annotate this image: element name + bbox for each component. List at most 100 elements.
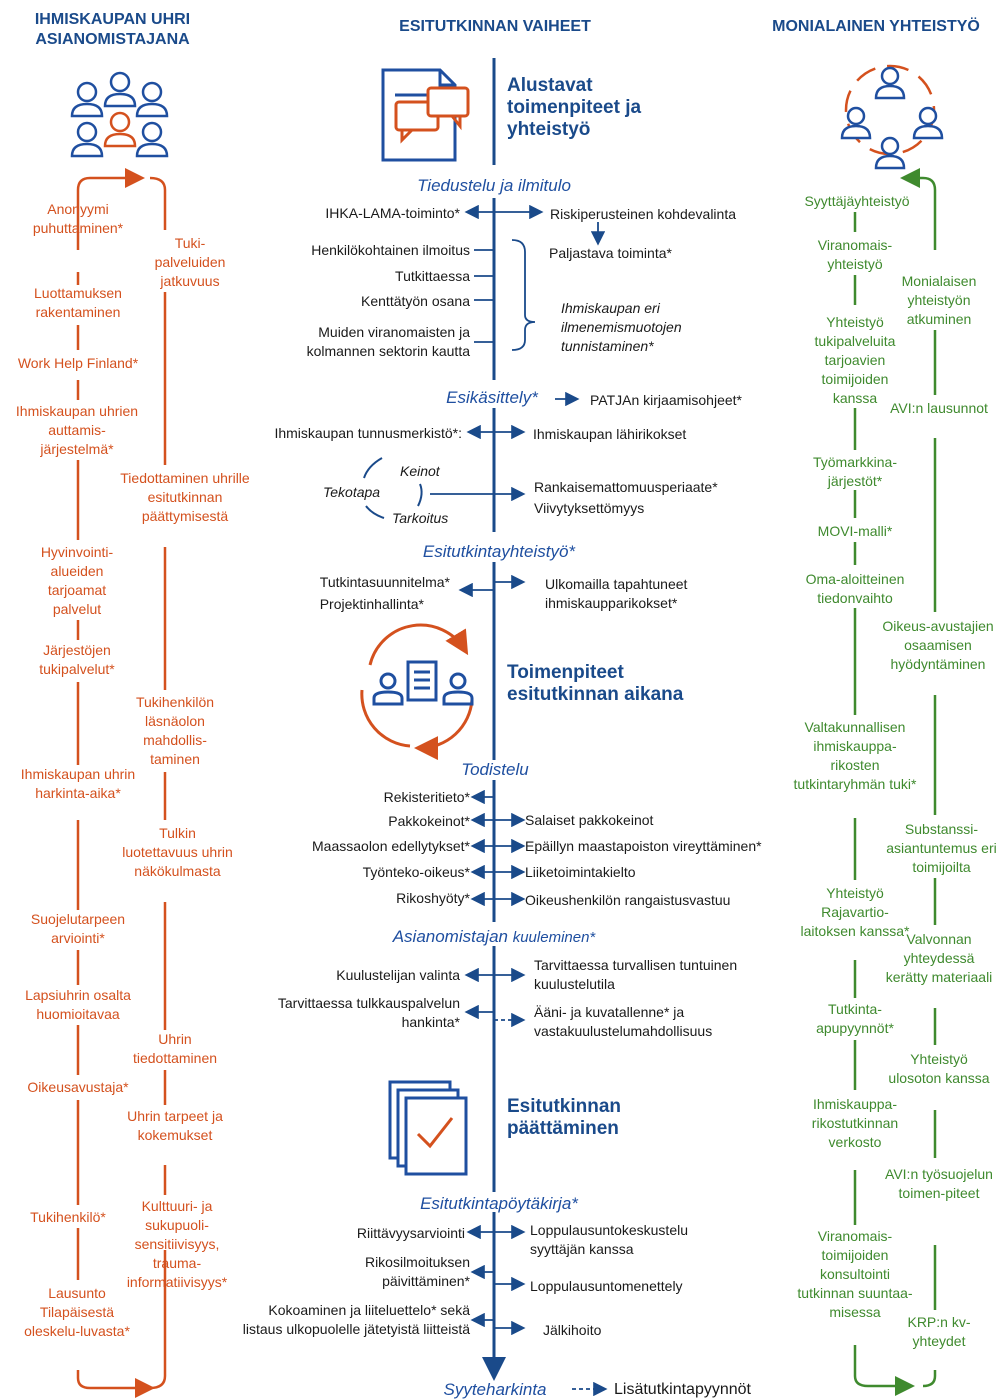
right-item-avi-tyosuojelu: AVI:n työsuojelun toimen-piteet [885, 1166, 993, 1201]
tiedustelu-item-2: Tutkittaessa [395, 268, 470, 284]
riskiperusteinen: Riskiperusteinen kohdevalinta [550, 206, 736, 222]
right-item-avi-lausunnot: AVI:n lausunnot [890, 400, 988, 416]
section-esikasittely: Esikäsittely* [446, 388, 538, 407]
todistelu-left-3: Maassaolon edellytykset* [312, 838, 470, 854]
tiedustelu-item-4: Muiden viranomaisten ja kolmannen sektor… [306, 324, 470, 359]
loppulausuntokeskustelu: Loppulausuntokeskustelu syyttäjän kanssa [530, 1222, 689, 1257]
ilmenemismuodot: Ihmiskaupan eri ilmenemismuotojen tunnis… [561, 300, 682, 354]
left-item-uhrin-tiedottaminen: Uhrin tiedottaminen [132, 1031, 218, 1066]
right-cycle-line [853, 168, 937, 1396]
right-item-ulosotto: Yhteistyö ulosoton kanssa [888, 1051, 990, 1086]
right-item-tutkintaryhma: Valtakunnallisen ihmiskauppa-rikosten tu… [793, 719, 917, 792]
left-item-oikeusavustaja: Oikeusavustaja* [27, 1079, 129, 1095]
tiedustelu-item-1: Henkilökohtainen ilmoitus [311, 242, 470, 258]
left-item-auttamisjarjestelma: Ihmiskaupan uhrien auttamis-järjestelmä* [15, 403, 139, 457]
rikosilmoitus: Rikosilmoituksen päivittäminen* [364, 1254, 470, 1289]
section-syyteharkinta: Syyteharkinta [443, 1380, 547, 1399]
right-item-monialainen: Monialaisen yhteistyön atkuminen [901, 273, 977, 327]
tutkintasuunnitelma: Tutkintasuunnitelma* [319, 574, 450, 590]
kuulustelutila: Tarvittaessa turvallisen tuntuinen kuulu… [534, 957, 738, 992]
tunnusmerkisto: Ihmiskaupan tunnusmerkistö*: [274, 425, 462, 441]
projektinhallinta: Projektinhallinta* [319, 596, 424, 612]
todistelu-left-2: Pakkokeinot* [388, 813, 470, 829]
section-tiedustelu: Tiedustelu ja ilmitulo [417, 176, 571, 195]
section-esitutkintayhteistyo: Esitutkintayhteistyö* [422, 542, 576, 561]
tarkoitus: Tarkoitus [392, 510, 449, 526]
left-item-tarpeet: Uhrin tarpeet ja kokemukset [127, 1108, 223, 1143]
left-item-lausunto: Lausunto Tilapäisestä oleskelu-luvasta* [24, 1285, 130, 1339]
todistelu-left-4: Työnteko-oikeus* [362, 864, 470, 880]
left-item-harkinta-aika: Ihmiskaupan uhrin harkinta-aika* [20, 766, 136, 801]
section-kuuleminen: Asianomistajan kuuleminen* [392, 927, 596, 946]
right-item-valvonta: Valvonnan yhteydessä kerätty materiaali [885, 931, 993, 985]
investigation-cycle-icon [360, 623, 474, 761]
left-item-tulkki: Tulkin luotettavuus uhrin näkökulmasta [122, 825, 233, 879]
phase-alustavat: Alustavat toimenpiteet ja yhteistyö [507, 75, 642, 140]
left-item-lapsiuhri: Lapsiuhrin osalta huomioitavaa [25, 987, 131, 1022]
loppulausuntomenettely: Loppulausuntomenettely [530, 1278, 683, 1294]
ihka-lama: IHKA-LAMA-toiminto* [325, 205, 460, 221]
keinot-arcs [363, 457, 423, 519]
left-column-header: IHMISKAUPAN UHRI ASIANOMISTAJANA [34, 11, 191, 48]
tallenne: Ääni- ja kuvatallenne* ja vastakuulustel… [534, 1004, 713, 1039]
left-item-suojelutarve: Suojelutarpeen arviointi* [30, 911, 126, 946]
left-cycle-line [76, 168, 167, 1398]
center-column-header: ESITUTKINNAN VAIHEET [399, 18, 591, 35]
phase-paattaminen: Esitutkinnan päättäminen [507, 1096, 622, 1139]
left-item-anonyymi: Anonyymi puhuttaminen* [32, 201, 124, 236]
right-item-viranomaisyhteistyo: Viranomais-yhteistyö [817, 237, 893, 272]
tulkkauspalvelu: Tarvittaessa tulkkauspalvelun hankinta* [277, 995, 460, 1030]
left-item-workhelp: Work Help Finland* [17, 355, 139, 371]
left-item-tiedottaminen: Tiedottaminen uhrille esitutkinnan päätt… [120, 470, 250, 524]
phase-toimenpiteet: Toimenpiteet esitutkinnan aikana [507, 662, 684, 705]
right-item-tyomarkkinajarjestot: Työmarkkina-järjestöt* [812, 454, 898, 489]
right-item-rajavartio: Yhteistyö Rajavartio-laitoksen kanssa* [800, 885, 910, 939]
left-item-luottamus: Luottamuksen rakentaminen [34, 285, 122, 320]
left-item-sensitiivisyys: Kulttuuri- ja sukupuoli-sensitiivisyys, … [126, 1198, 228, 1290]
left-item-jarjestot: Järjestöjen tukipalvelut* [39, 642, 115, 677]
keinot: Keinot [400, 463, 440, 479]
right-item-oikeusavustajat: Oikeus-avustajien osaamisen hyödyntämine… [882, 618, 994, 672]
todistelu-right-2: Epäillyn maastapoiston vireyttäminen* [525, 838, 762, 854]
tekotapa: Tekotapa [323, 484, 381, 500]
todistelu-left-1: Rekisteritieto* [383, 789, 470, 805]
kokoaminen: Kokoaminen ja liiteluettelo* sekä listau… [242, 1302, 470, 1337]
right-item-konsultointi: Viranomais-toimijoiden konsultointi tutk… [797, 1228, 913, 1320]
lisatutkintapyynnot: Lisätutkintapyynnöt [614, 1381, 751, 1398]
lahirikokset: Ihmiskaupan lähirikokset [533, 426, 687, 442]
branch-arrows [430, 204, 608, 1397]
right-item-syyttaja: Syyttäjäyhteistyö [804, 193, 910, 209]
right-item-krp: KRP:n kv-yhteydet [907, 1314, 971, 1349]
ulkomailla-rikokset: Ulkomailla tapahtuneet ihmiskauppa­rikok… [545, 576, 688, 611]
right-item-tiedonvaihto: Oma-aloitteinen tiedonvaihto [805, 571, 905, 606]
left-item-tukihenkilo: Tukihenkilö* [30, 1209, 106, 1225]
paljastava-toiminta: Paljastava toiminta* [549, 245, 672, 261]
collaboration-cycle-icon [840, 64, 944, 170]
viivytyksettomyys: Viivytyksettömyys [534, 500, 645, 516]
kuulustelijan-valinta: Kuulustelijan valinta [336, 967, 460, 983]
right-item-movi: MOVI-malli* [817, 523, 893, 539]
left-item-tukipalvelut: Tuki-palveluiden jatkuvuus [154, 235, 226, 289]
right-item-verkosto: Ihmiskauppa-rikostutkinnan verkosto [811, 1096, 899, 1150]
document-chat-icon [381, 68, 470, 162]
tiedustelu-item-3: Kenttätyön osana [361, 293, 470, 309]
people-group-icon [70, 71, 169, 158]
jalkihoito: Jälkihoito [543, 1322, 602, 1338]
right-item-tukipalvelut: Yhteistyö tukipalveluita tarjoavien toim… [814, 314, 896, 406]
patja-ohjeet: PATJAn kirjaamisohjeet* [590, 392, 742, 408]
left-item-hyvinvointi: Hyvinvointi-alueiden tarjoamat palvelut [40, 544, 114, 617]
todistelu-right-4: Oikeushenkilön rangaistusvastuu [525, 892, 731, 908]
section-todistelu: Todistelu [461, 760, 529, 779]
documents-check-icon [388, 1080, 468, 1176]
todistelu-left-5: Rikoshyöty* [396, 890, 470, 906]
left-item-tukihenkilon-lasnaolo: Tukihenkilön läsnäolon mahdollis-taminen [135, 694, 215, 767]
section-poytakirja: Esitutkintapöytäkirja* [420, 1194, 578, 1213]
todistelu-right-1: Salaiset pakkokeinot [525, 812, 654, 828]
riittavyysarviointi: Riittävyysarviointi [356, 1225, 465, 1241]
rankaisemattomuus: Rankaisemattomuusperiaate* [534, 479, 718, 495]
right-column-header: MONIALAINEN YHTEISTYÖ [772, 18, 980, 35]
right-item-tutkinta-apu: Tutkinta-apupyynnöt* [816, 1001, 894, 1036]
todistelu-right-3: Liiketoimintakielto [525, 864, 636, 880]
right-item-substanssi: Substanssi-asiantuntemus eri toimijoilta [886, 821, 997, 875]
